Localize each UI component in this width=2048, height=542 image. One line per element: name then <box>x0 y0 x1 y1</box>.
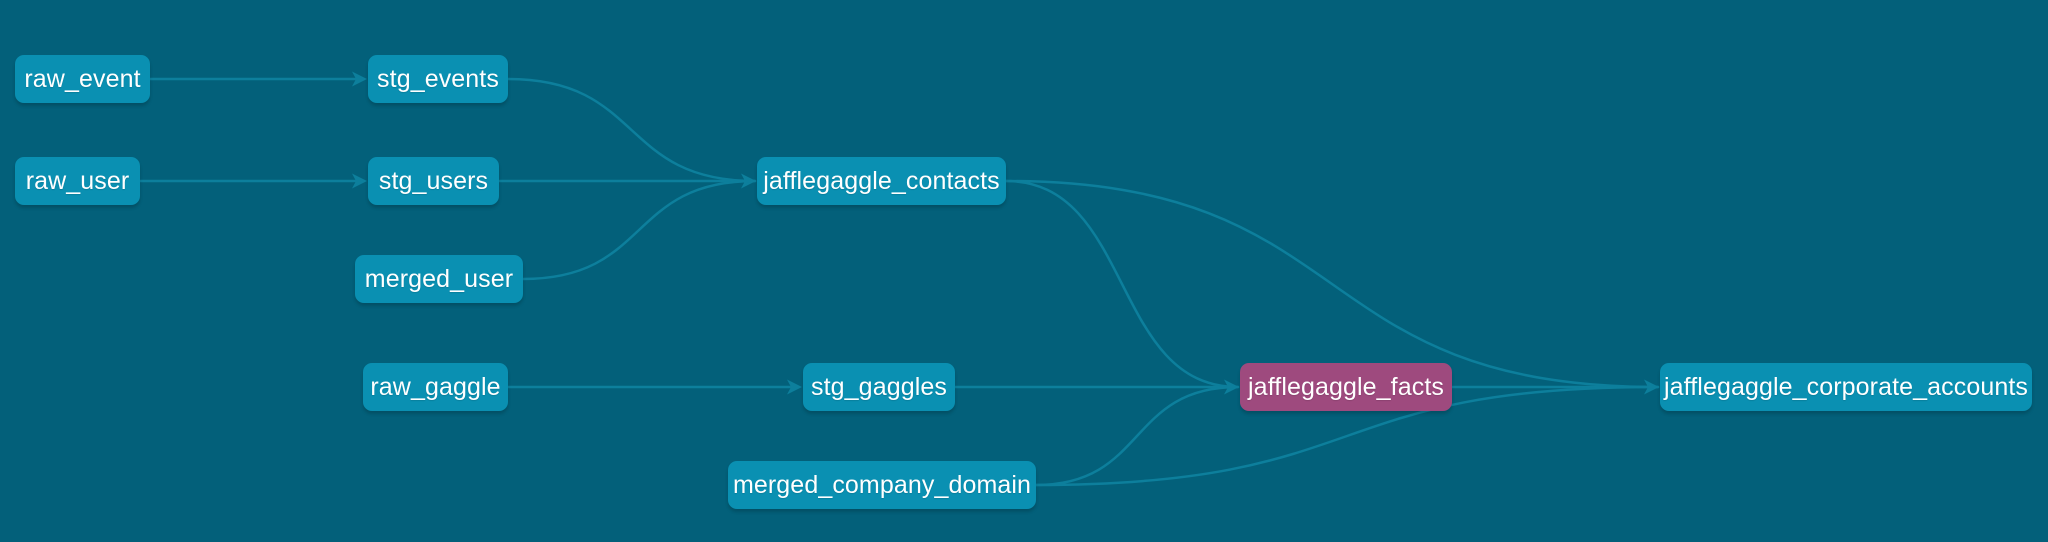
graph-node-label: raw_user <box>25 166 130 195</box>
graph-edge-arrowhead <box>1224 379 1239 395</box>
graph-node-raw_gaggle[interactable]: raw_gaggle <box>363 363 508 411</box>
graph-node-jafflegaggle_contacts[interactable]: jafflegaggle_contacts <box>757 157 1006 205</box>
graph-edge-stg_events-to-jafflegaggle_contacts <box>506 77 757 183</box>
graph-node-label: stg_gaggles <box>811 372 947 401</box>
graph-node-label: merged_company_domain <box>732 470 1032 499</box>
graph-edge-arrowhead <box>787 379 802 395</box>
graph-node-label: stg_events <box>377 64 499 93</box>
graph-edge-arrowhead <box>741 173 756 189</box>
graph-edge-jafflegaggle_contacts-to-jafflegaggle_facts <box>1004 179 1240 389</box>
graph-node-stg_events[interactable]: stg_events <box>368 55 508 103</box>
graph-node-jafflegaggle_facts[interactable]: jafflegaggle_facts <box>1240 363 1452 411</box>
graph-node-label: raw_gaggle <box>370 372 501 401</box>
graph-node-label: jafflegaggle_corporate_accounts <box>1664 372 2029 401</box>
graph-edge-merged_user-to-jafflegaggle_contacts <box>521 179 757 281</box>
graph-node-label: raw_event <box>24 64 141 93</box>
graph-node-label: merged_user <box>364 264 514 293</box>
graph-node-raw_user[interactable]: raw_user <box>15 157 140 205</box>
graph-node-merged_company_domain[interactable]: merged_company_domain <box>728 461 1036 509</box>
graph-node-stg_users[interactable]: stg_users <box>368 157 499 205</box>
graph-node-jafflegaggle_corporate_accounts[interactable]: jafflegaggle_corporate_accounts <box>1660 363 2032 411</box>
graph-node-raw_event[interactable]: raw_event <box>15 55 150 103</box>
graph-node-label: jafflegaggle_contacts <box>763 166 1000 195</box>
graph-node-merged_user[interactable]: merged_user <box>355 255 523 303</box>
graph-node-stg_gaggles[interactable]: stg_gaggles <box>803 363 955 411</box>
graph-edge-merged_company_domain-to-jafflegaggle_facts <box>1034 385 1240 487</box>
graph-edge-jafflegaggle_contacts-to-jafflegaggle_corporate_accounts <box>1004 179 1660 389</box>
graph-node-label: jafflegaggle_facts <box>1248 372 1444 401</box>
graph-edge-arrowhead <box>352 173 367 189</box>
graph-edge-arrowhead <box>1644 379 1659 395</box>
graph-node-label: stg_users <box>378 166 489 195</box>
graph-edge-arrowhead <box>352 71 367 87</box>
